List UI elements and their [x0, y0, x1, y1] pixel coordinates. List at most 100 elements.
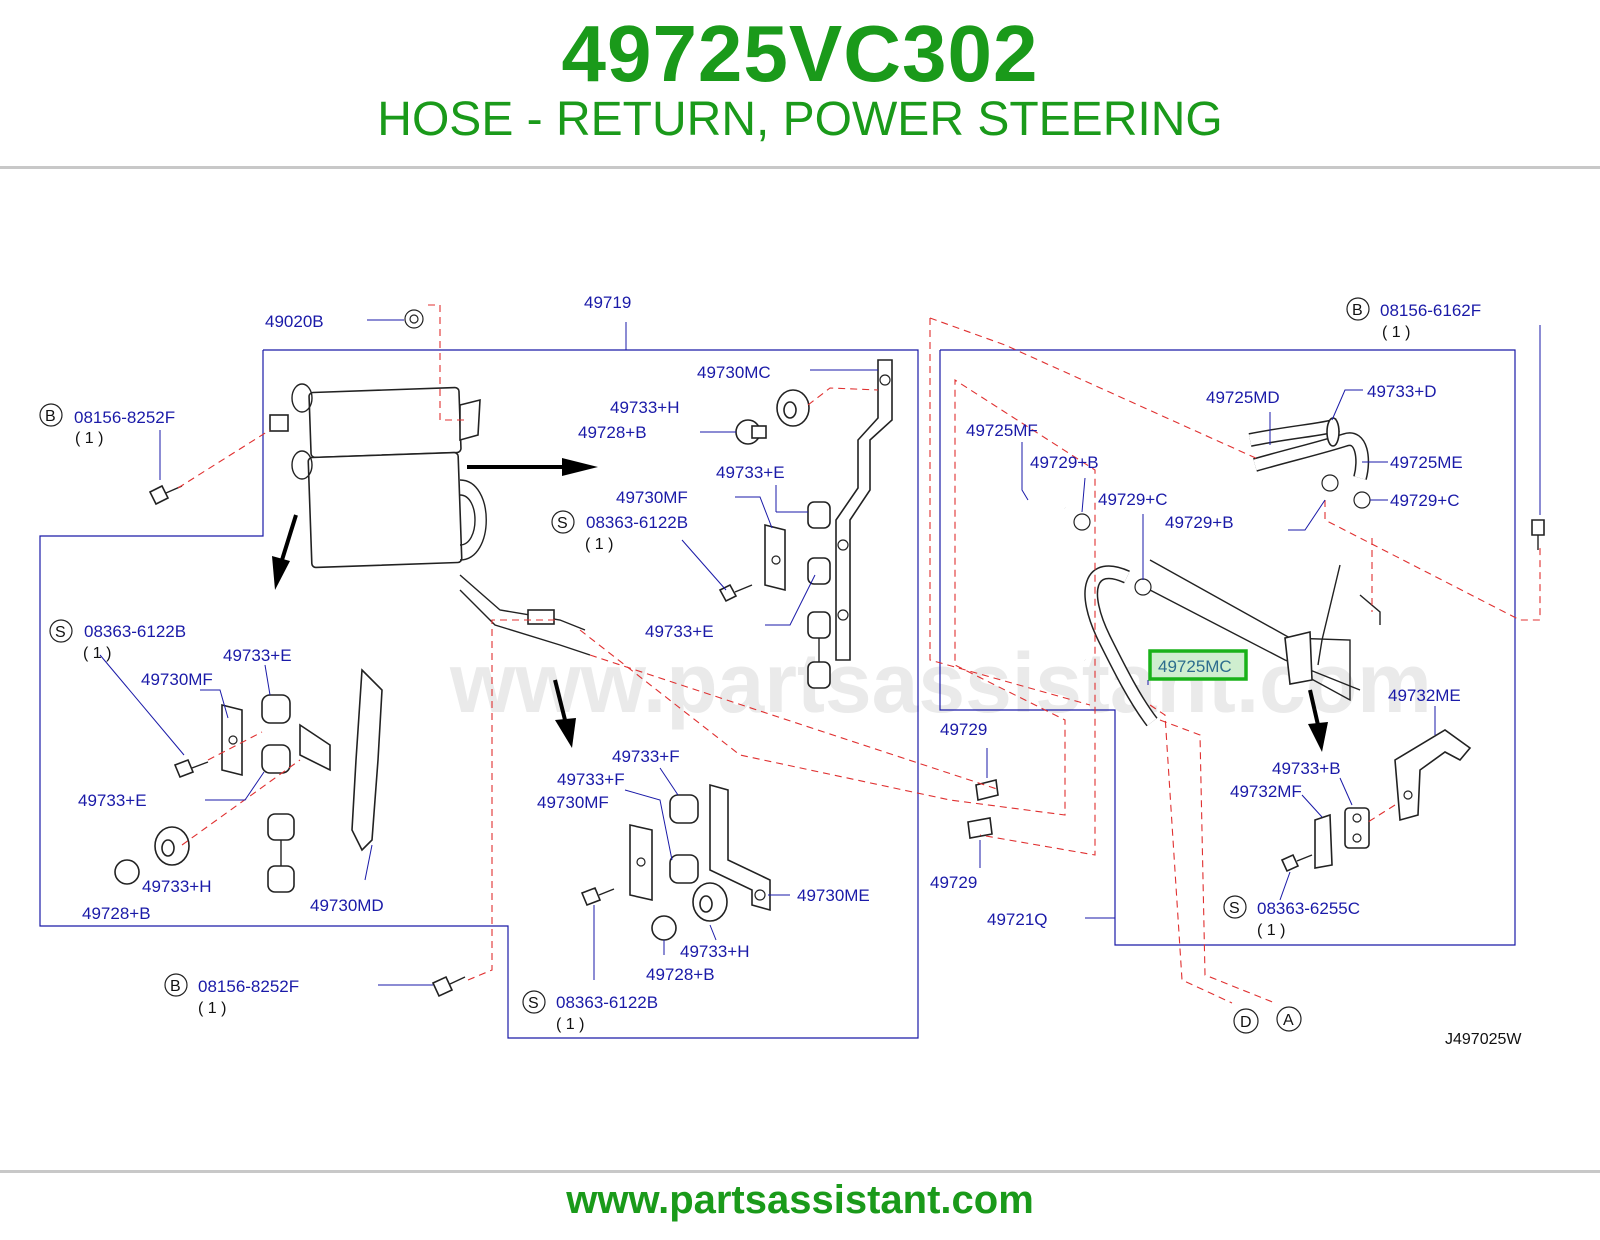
highlight-box-49725MC[interactable] — [1148, 649, 1248, 681]
label-49730ME: 49730ME — [797, 886, 870, 905]
oil-cooler — [269, 383, 591, 656]
nut-49020B — [404, 309, 424, 329]
tag-B-3 — [1346, 297, 1370, 321]
tag-B-1 — [39, 403, 63, 427]
label-49730MD: 49730MD — [310, 896, 384, 915]
label-49730MF-top: 49730MF — [616, 488, 688, 507]
qty-08363-6255C: ( 1 ) — [1257, 922, 1285, 939]
bolt-08363-6122B-left — [173, 758, 209, 779]
label-49729B-a: 49729+B — [1030, 453, 1099, 472]
label-08363-6122B-left: 08363-6122B — [84, 622, 186, 641]
label-49733D: 49733+D — [1367, 382, 1436, 401]
label-08156-6162F: 08156-6162F — [1380, 301, 1481, 320]
grommet-49733H-left — [154, 826, 190, 866]
tag-S-2 — [49, 619, 73, 643]
tag-S-3-letter: S — [528, 995, 539, 1012]
label-49733E-left2: 49733+E — [78, 791, 147, 810]
clip-49730MF-bot — [629, 823, 653, 902]
bracket-49732ME — [1394, 729, 1472, 822]
label-49729B-b: 49729+B — [1165, 513, 1234, 532]
collar-49728B-bot — [651, 915, 677, 941]
label-49729C-a: 49729+C — [1098, 490, 1167, 509]
parts-diagram: www.partsassistant.com — [0, 170, 1600, 1168]
grommet-49733H-top — [776, 389, 810, 427]
qty-08363-6122B-left: ( 1 ) — [83, 645, 111, 662]
label-49725MD: 49725MD — [1206, 388, 1280, 407]
footer-divider — [0, 1170, 1600, 1173]
tag-S-2-letter: S — [55, 624, 66, 641]
bracket-49730MC — [835, 359, 893, 661]
tag-B-1-letter: B — [45, 408, 56, 425]
diagram-svg: www.partsassistant.com — [39, 293, 1545, 1048]
part-number-title: 49725VC302 — [561, 9, 1039, 98]
collar-49728B-left — [114, 859, 140, 885]
qty-08156-8252F-top: ( 1 ) — [75, 430, 103, 447]
qty-08363-6122B-bot: ( 1 ) — [556, 1016, 584, 1033]
assembly-guide-lines — [177, 304, 1541, 1004]
label-49725MF: 49725MF — [966, 421, 1038, 440]
label-08363-6255C: 08363-6255C — [1257, 899, 1360, 918]
hose-49725MC — [1084, 565, 1158, 727]
bolt-08363-6122B-bot — [580, 886, 615, 907]
label-49721Q: 49721Q — [987, 910, 1048, 929]
footer-url[interactable]: www.partsassistant.com — [566, 1178, 1034, 1222]
tag-S-4-letter: S — [1229, 900, 1240, 917]
tag-S-1-letter: S — [557, 515, 568, 532]
label-49728B-top: 49728+B — [578, 423, 647, 442]
hose-49725MF — [1004, 496, 1090, 664]
clip-49730MF-left — [221, 703, 243, 777]
bracket-49730ME — [709, 783, 771, 912]
part-name-subtitle: HOSE - RETURN, POWER STEERING — [377, 93, 1223, 146]
label-08156-8252F-top: 08156-8252F — [74, 408, 175, 427]
grommet-pair-left — [267, 813, 295, 893]
leader-lines — [99, 319, 1541, 986]
bracket-49732MF — [1314, 807, 1370, 869]
label-49733H-top: 49733+H — [610, 398, 679, 417]
tag-S-3 — [522, 990, 546, 1014]
label-49730MF-left: 49730MF — [141, 670, 213, 689]
label-49733H-bot: 49733+H — [680, 942, 749, 961]
label-49719: 49719 — [584, 293, 631, 312]
label-49730MC: 49730MC — [697, 363, 771, 382]
diagram-code: J497025W — [1445, 1031, 1522, 1048]
assembly-box-49721Q — [939, 349, 1516, 946]
label-49733E-mid: 49733+E — [645, 622, 714, 641]
tag-S-4 — [1223, 895, 1247, 919]
label-49733E-left: 49733+E — [223, 646, 292, 665]
grommet-49733H-bot — [692, 882, 728, 922]
label-49733E-top: 49733+E — [716, 463, 785, 482]
label-49728B-bot: 49728+B — [646, 965, 715, 984]
qty-08156-6162F: ( 1 ) — [1382, 324, 1410, 341]
label-49729C-b: 49729+C — [1390, 491, 1459, 510]
direction-arrows — [272, 458, 1328, 752]
label-08363-6122B-top: 08363-6122B — [586, 513, 688, 532]
collar-49728B-top — [735, 419, 767, 445]
bolt-08156-8252F-bot — [431, 975, 466, 998]
grommets-49733F — [669, 794, 699, 884]
page-header: 49725VC302 HOSE - RETURN, POWER STEERING — [0, 0, 1600, 168]
label-08363-6122B-bot: 08363-6122B — [556, 993, 658, 1012]
label-49728B-left: 49728+B — [82, 904, 151, 923]
label-49725MC-highlighted[interactable]: 49725MC — [1158, 657, 1232, 676]
assembly-box-49719 — [39, 349, 919, 1039]
bracket-49730MD — [299, 668, 383, 852]
label-49732ME: 49732ME — [1388, 686, 1461, 705]
tag-B-2 — [164, 973, 188, 997]
bolt-08156-8252F-top — [148, 484, 183, 506]
clip-49730MF-top — [764, 523, 786, 592]
label-08156-8252F-bot: 08156-8252F — [198, 977, 299, 996]
label-49020B: 49020B — [265, 312, 324, 331]
label-49732MF: 49732MF — [1230, 782, 1302, 801]
label-49733F-b: 49733+F — [557, 770, 625, 789]
tag-D — [1233, 1008, 1259, 1034]
label-49733H-left: 49733+H — [142, 877, 211, 896]
label-49729-a: 49729 — [940, 720, 987, 739]
label-49733B: 49733+B — [1272, 759, 1341, 778]
tag-D-letter: D — [1240, 1014, 1252, 1031]
label-49729-b: 49729 — [930, 873, 977, 892]
bolt-08156-6162F — [1531, 519, 1545, 550]
bolt-08363-6122B-top — [718, 583, 753, 603]
qty-08156-8252F-bot: ( 1 ) — [198, 1000, 226, 1017]
label-49733F-a: 49733+F — [612, 747, 680, 766]
tag-B-2-letter: B — [170, 978, 181, 995]
